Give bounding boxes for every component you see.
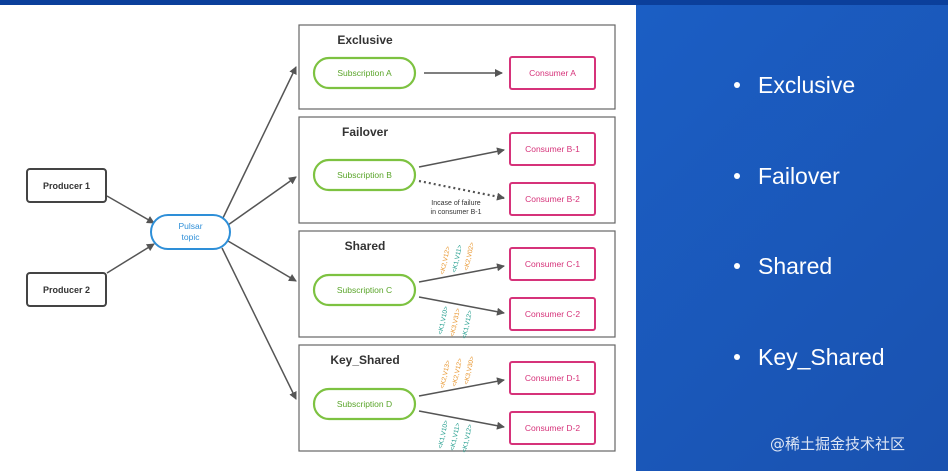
- topic-label-line1: Pulsar: [178, 221, 202, 231]
- arrow-sub-c-consumer-c2: [418, 296, 505, 316]
- consumer-a-node: Consumer A: [509, 56, 596, 90]
- message-label: <K1,V10>: [437, 419, 450, 449]
- arrow-sub-b-consumer-b2-failover: [418, 179, 505, 201]
- subscription-b-node: Subscription B: [312, 158, 417, 192]
- consumer-b1-label: Consumer B-1: [525, 144, 580, 154]
- consumer-b2-node: Consumer B-2: [509, 182, 596, 216]
- topic-label-line2: topic: [182, 232, 201, 242]
- key-d1-messages: <K2,V13> <K2,V12> <K3,V30>: [439, 355, 476, 389]
- message-label: <K1,V11>: [451, 244, 464, 273]
- producer-1-label: Producer 1: [43, 181, 90, 191]
- message-label: <K3,V31>: [449, 307, 462, 337]
- top-accent-bar: [0, 0, 948, 5]
- failover-frame: [298, 116, 616, 224]
- consumer-c1-node: Consumer C-1: [509, 247, 596, 281]
- consumer-b2-label: Consumer B-2: [525, 194, 580, 204]
- bullet-dot-icon: [734, 262, 740, 269]
- key-shared-frame: [298, 344, 616, 452]
- arrow-producer1-topic: [106, 195, 155, 224]
- subscription-b-label: Subscription B: [337, 170, 392, 180]
- subscription-d-label: Subscription D: [337, 399, 392, 409]
- shared-title: Shared: [345, 239, 386, 253]
- message-label: <K2,V12>: [439, 245, 452, 275]
- subscription-a-label: Subscription A: [337, 68, 392, 78]
- pulsar-topic-node: Pulsar topic: [150, 214, 231, 250]
- failover-note-line2: in consumer B-1: [431, 209, 482, 216]
- subscription-d-node: Subscription D: [312, 387, 417, 421]
- bullet-key-shared: Key_Shared: [734, 344, 885, 371]
- consumer-b1-node: Consumer B-1: [509, 132, 596, 166]
- subscription-a-node: Subscription A: [312, 56, 417, 90]
- shared-frame: [298, 230, 616, 338]
- consumer-c1-label: Consumer C-1: [525, 259, 581, 269]
- consumer-c2-node: Consumer C-2: [509, 297, 596, 331]
- failover-title: Failover: [342, 125, 388, 139]
- arrow-sub-c-consumer-c1: [418, 263, 505, 283]
- subscription-diagram: Producer 1 Producer 2 Pulsar topic Exclu…: [26, 24, 616, 453]
- consumer-d1-node: Consumer D-1: [509, 361, 596, 395]
- consumer-c2-label: Consumer C-2: [525, 309, 581, 319]
- consumer-d2-label: Consumer D-2: [525, 423, 581, 433]
- producer-2-box: Producer 2: [26, 272, 107, 307]
- message-label: <K2,V13>: [439, 359, 452, 389]
- arrow-producer2-topic: [106, 243, 155, 274]
- subscription-c-label: Subscription C: [337, 285, 392, 295]
- bullet-text: Shared: [758, 253, 833, 279]
- exclusive-title: Exclusive: [337, 33, 393, 47]
- shared-c2-messages: <K1,V10> <K3,V31> <K1,V12>: [437, 305, 474, 339]
- juejin-watermark: @稀土掘金技术社区: [770, 435, 906, 453]
- consumer-d2-node: Consumer D-2: [509, 411, 596, 445]
- producer-2-label: Producer 2: [43, 285, 90, 295]
- diagram-panel: Producer 1 Producer 2 Pulsar topic Exclu…: [0, 5, 636, 471]
- exclusive-frame: [298, 24, 616, 110]
- message-label: <K2,V02>: [463, 241, 476, 271]
- arrow-topic-key-shared: [221, 247, 297, 400]
- message-label: <K1,V10>: [437, 305, 450, 335]
- arrow-sub-d-consumer-d1: [418, 377, 505, 397]
- bullet-shared: Shared: [734, 253, 832, 280]
- arrow-topic-shared: [227, 240, 297, 282]
- bullet-dot-icon: [734, 172, 740, 179]
- bullet-failover: Failover: [734, 163, 840, 190]
- arrow-sub-b-consumer-b1: [418, 147, 505, 168]
- message-label: <K2,V12>: [451, 357, 464, 387]
- bullet-exclusive: Exclusive: [734, 72, 855, 99]
- consumer-d1-label: Consumer D-1: [525, 373, 581, 383]
- bullet-text: Failover: [758, 163, 840, 189]
- arrow-topic-failover: [227, 176, 297, 226]
- bullet-text: Exclusive: [758, 72, 856, 98]
- message-label: <K3,V30>: [463, 355, 476, 385]
- message-label: <K1,V11>: [449, 422, 462, 451]
- producer-1-box: Producer 1: [26, 168, 107, 203]
- bullet-dot-icon: [734, 353, 740, 360]
- bullet-dot-icon: [734, 81, 740, 88]
- bullet-text: Key_Shared: [758, 344, 885, 370]
- failover-note-line1: Incase of failure: [431, 200, 481, 207]
- key-d2-messages: <K1,V10> <K1,V11> <K1,V12>: [437, 419, 474, 453]
- message-label: <K1,V12>: [461, 309, 474, 339]
- subscription-c-node: Subscription C: [312, 273, 417, 307]
- key-shared-title: Key_Shared: [330, 353, 399, 367]
- arrow-topic-exclusive: [221, 66, 297, 221]
- shared-c1-messages: <K2,V12> <K1,V11> <K2,V02>: [439, 241, 476, 275]
- arrow-sub-d-consumer-d2: [418, 410, 505, 430]
- consumer-a-label: Consumer A: [529, 68, 576, 78]
- message-label: <K1,V12>: [461, 423, 474, 453]
